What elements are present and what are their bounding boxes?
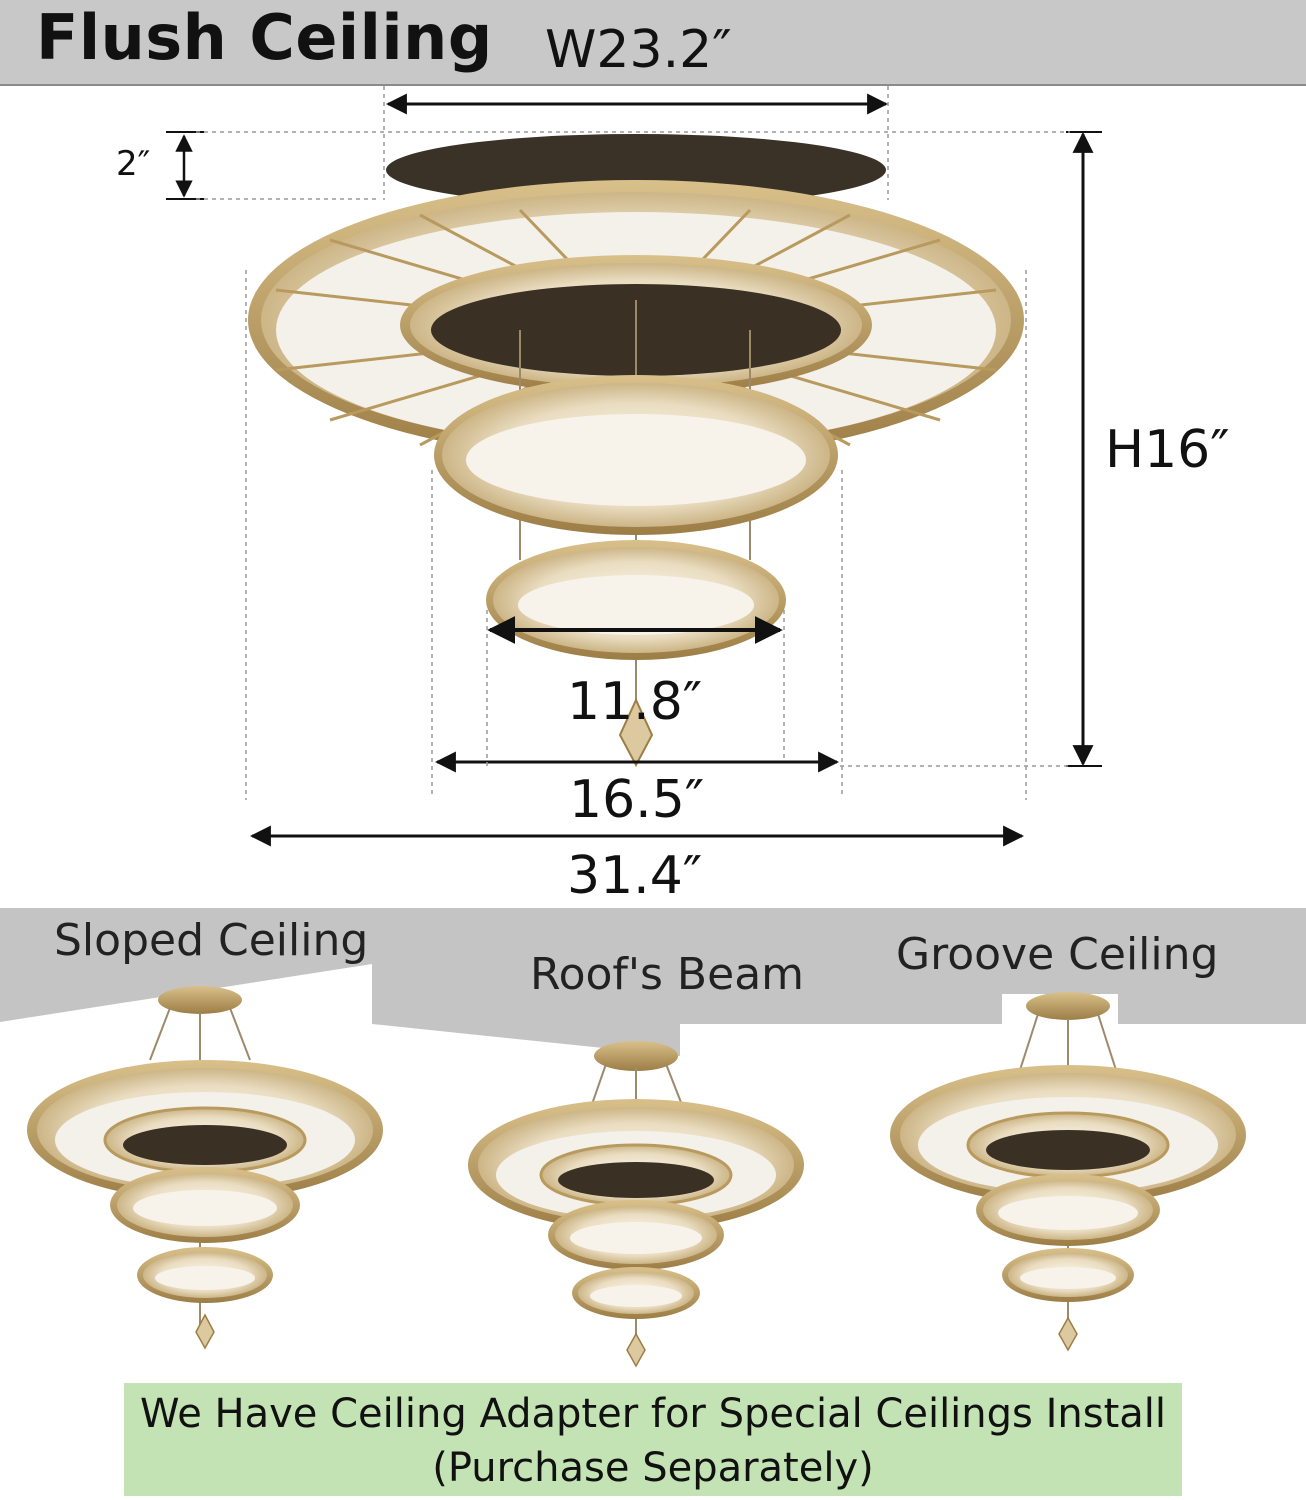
groove-ceiling-label: Groove Ceiling bbox=[896, 929, 1219, 980]
groove-chandelier bbox=[890, 992, 1246, 1352]
height-dimension-label: H16″ bbox=[1105, 420, 1230, 480]
guide-lines bbox=[196, 86, 1070, 800]
large-ring-diameter-label: 31.4″ bbox=[567, 846, 703, 906]
adapter-banner: We Have Ceiling Adapter for Special Ceil… bbox=[124, 1383, 1182, 1496]
medium-ring-diameter-label: 16.5″ bbox=[569, 770, 705, 830]
small-ring-diameter-label: 11.8″ bbox=[567, 672, 703, 732]
ceiling-shapes bbox=[0, 908, 1306, 1056]
sloped-ceiling-label: Sloped Ceiling bbox=[54, 915, 369, 966]
banner-line-2: (Purchase Separately) bbox=[432, 1445, 874, 1491]
canopy-height-label: 2″ bbox=[116, 144, 151, 184]
ceiling-silhouette bbox=[0, 908, 1306, 1056]
top-header-band bbox=[0, 0, 1306, 86]
beam-chandelier bbox=[468, 1041, 804, 1368]
sloped-chandelier bbox=[27, 986, 383, 1350]
page-title: Flush Ceiling bbox=[36, 1, 493, 74]
roof-beam-label: Roof's Beam bbox=[530, 949, 805, 1000]
banner-line-1: We Have Ceiling Adapter for Special Ceil… bbox=[140, 1391, 1166, 1437]
width-dimension-label: W23.2″ bbox=[545, 20, 732, 80]
main-chandelier bbox=[248, 134, 1024, 768]
dimension-lines bbox=[166, 93, 1102, 847]
